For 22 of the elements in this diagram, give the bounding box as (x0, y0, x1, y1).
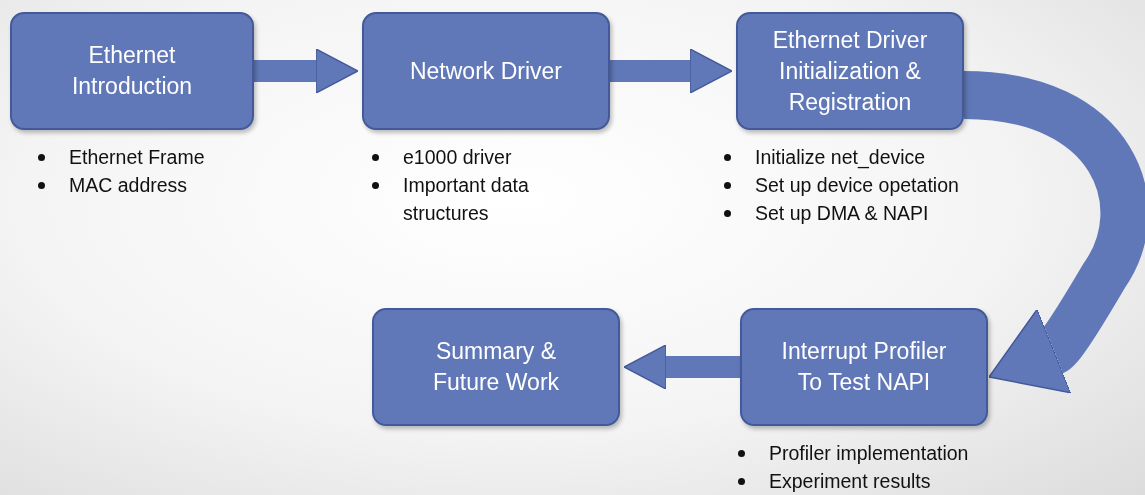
bullet-item: Important data structures (370, 171, 610, 227)
bullet-item: MAC address (36, 171, 276, 199)
block-arrow (610, 48, 733, 94)
block-arrow (254, 48, 359, 94)
process-box (736, 12, 964, 130)
box-title: Ethernet Introduction (70, 41, 194, 101)
bullet-item: Ethernet Frame (36, 143, 276, 171)
bullet-item: Set up device opetation (722, 171, 1022, 199)
box-title: Summary & Future Work (431, 337, 561, 397)
block-arrow (623, 344, 740, 390)
bullet-item: Experiment results (736, 467, 1036, 495)
process-box (362, 12, 610, 130)
process-box (372, 308, 620, 426)
process-box (10, 12, 254, 130)
bullet-item: Initialize net_device (722, 143, 1022, 171)
box-title: Ethernet Driver Initialization & Registration (771, 25, 929, 117)
process-box (740, 308, 988, 426)
box-title: Network Driver (409, 56, 563, 86)
bullet-item: Set up DMA & NAPI (722, 199, 1022, 227)
bullet-item: Profiler implementation (736, 439, 1036, 467)
box-title: Interrupt Profiler To Test NAPI (780, 337, 948, 397)
bullet-item: e1000 driver (370, 143, 610, 171)
